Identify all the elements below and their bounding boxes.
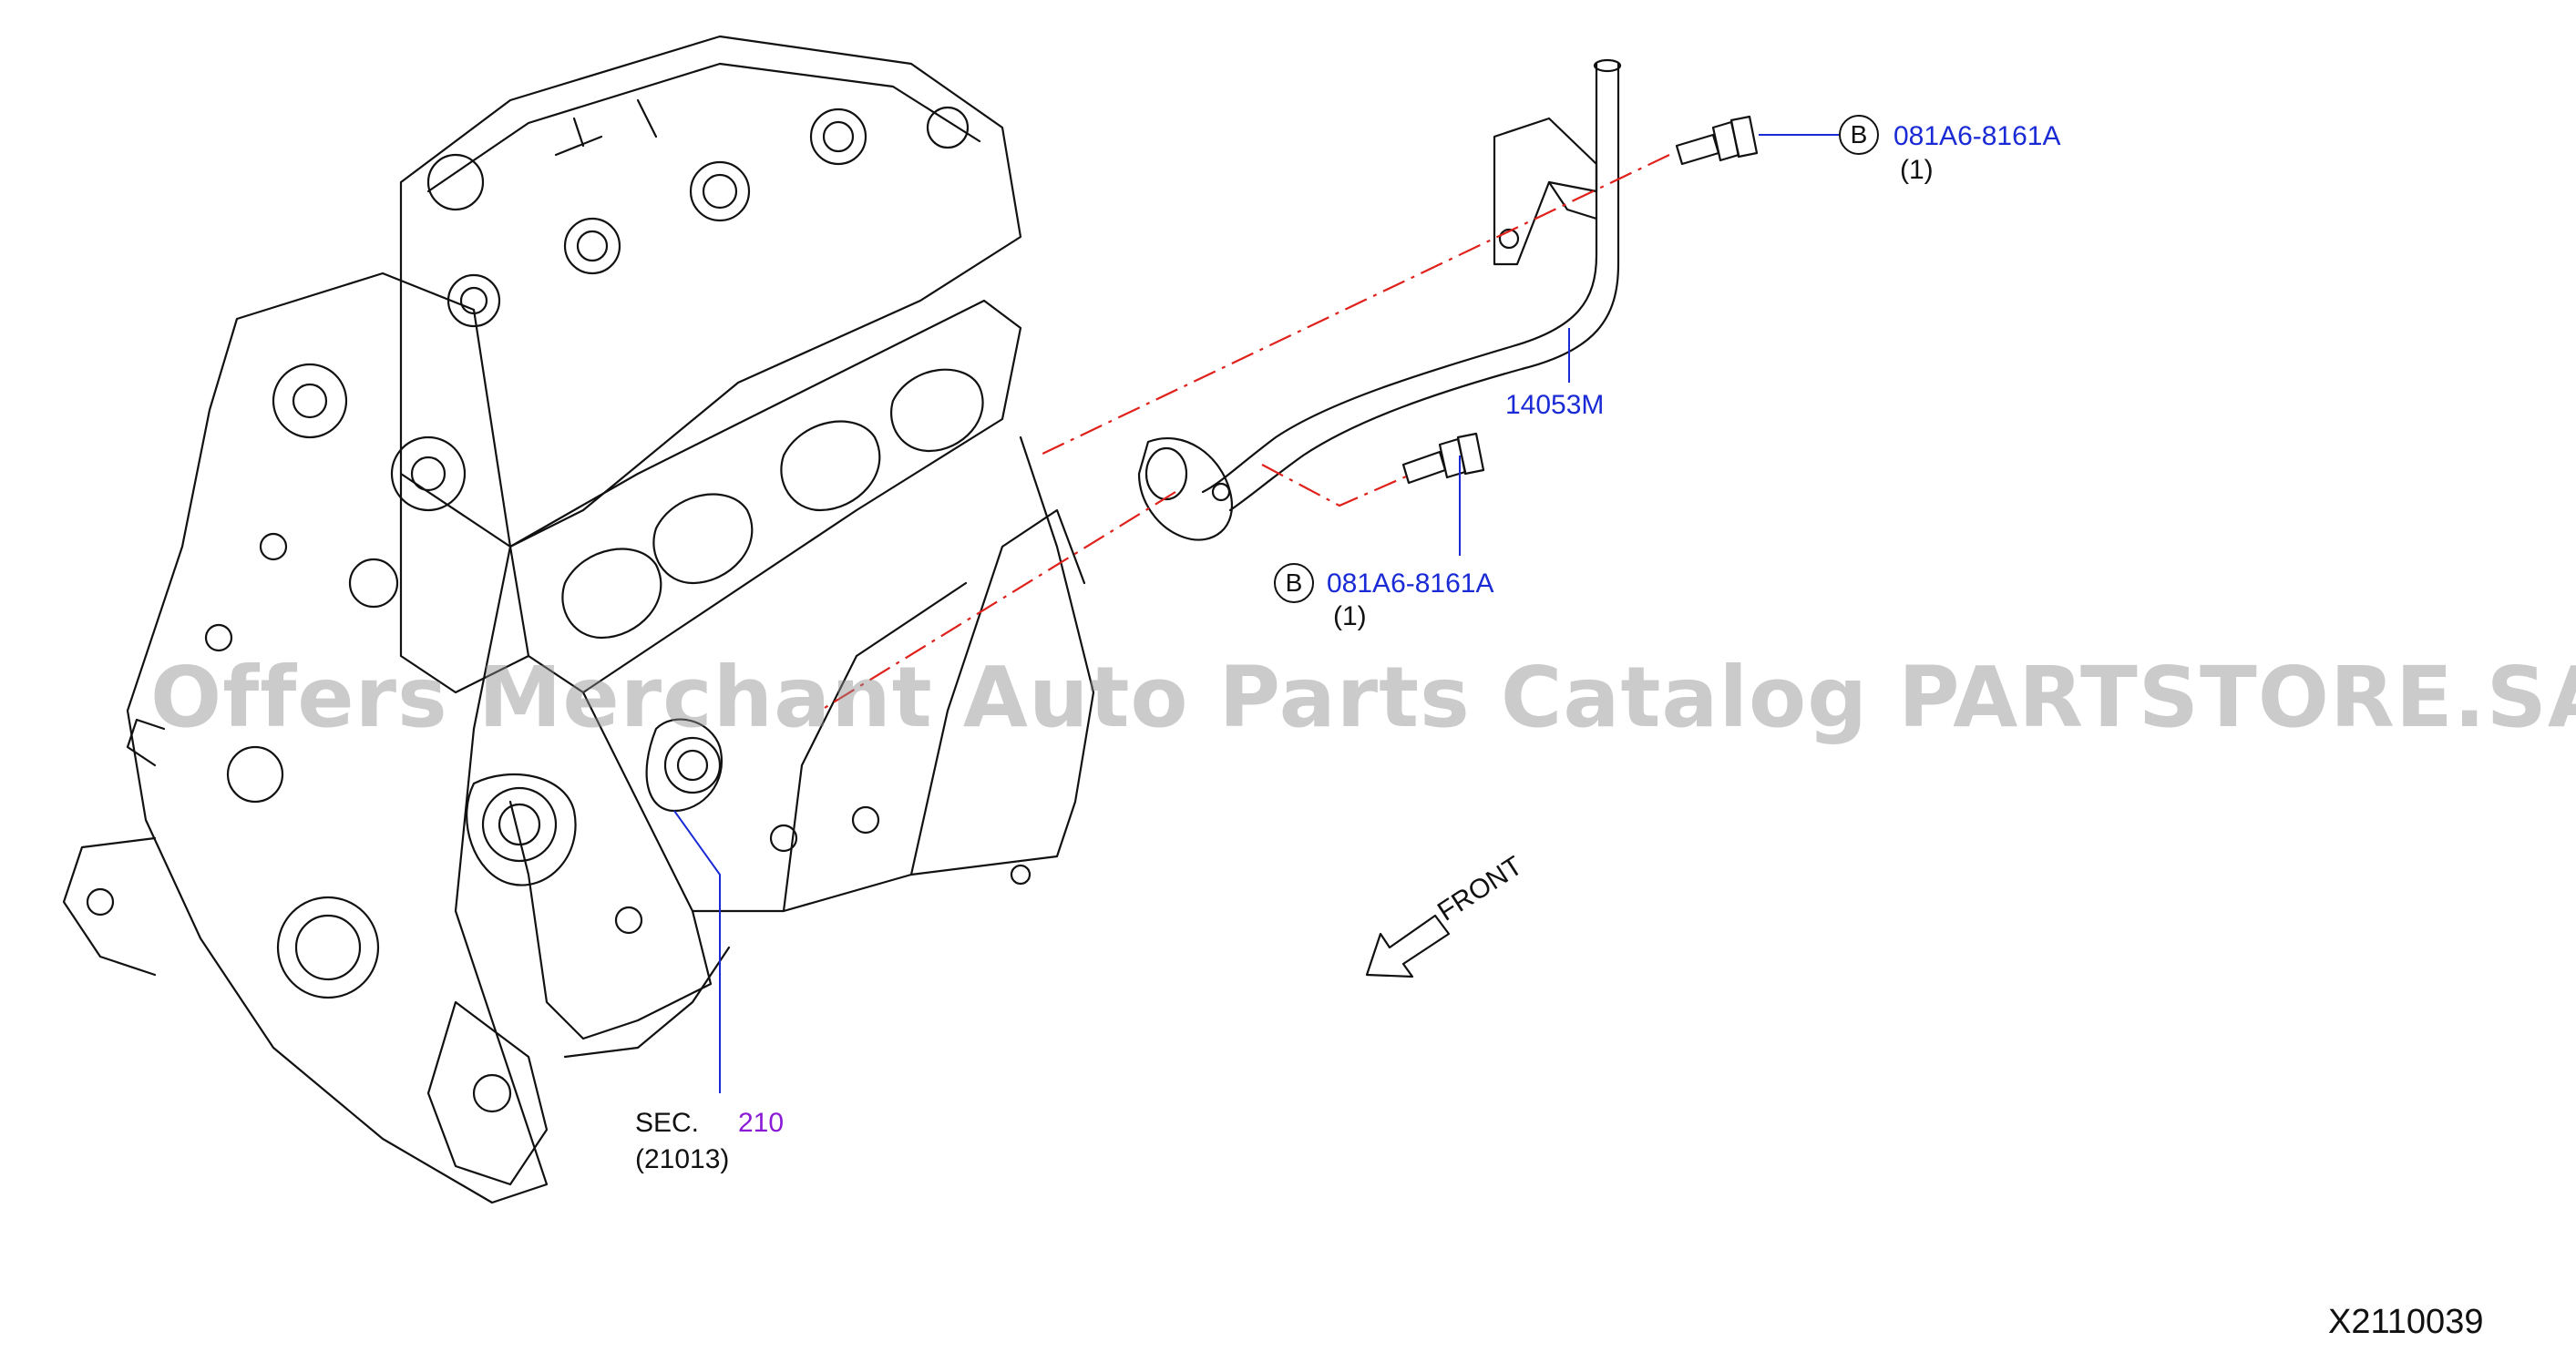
ref-b-lower: B <box>1274 563 1314 603</box>
image-code: X2110039 <box>2328 1303 2484 1341</box>
section-prefix: SEC. <box>635 1108 700 1138</box>
section-number-link[interactable]: 210 <box>738 1108 785 1138</box>
tube-part-link[interactable]: 14053M <box>1505 390 1605 420</box>
water-tube-illustration <box>1137 58 1622 541</box>
watermark-text: Offers Merchant Auto Parts Catalog PARTS… <box>150 649 2576 746</box>
section-sub-ref: (21013) <box>635 1144 730 1174</box>
ref-b-upper: B <box>1839 115 1879 155</box>
front-arrow-icon <box>1365 914 1451 978</box>
bolt-lower-qty: (1) <box>1333 601 1367 631</box>
leader-lines <box>819 154 1670 712</box>
bolt-lower-illustration <box>1401 432 1485 485</box>
bolt-lower-part-link[interactable]: 081A6-8161A <box>1327 568 1494 599</box>
bolt-upper-qty: (1) <box>1900 155 1934 185</box>
bolt-upper-part-link[interactable]: 081A6-8161A <box>1894 121 2061 151</box>
callout-leaders <box>673 134 1839 1093</box>
bolt-upper-illustration <box>1675 115 1759 166</box>
engine-block-illustration <box>62 35 1095 1204</box>
